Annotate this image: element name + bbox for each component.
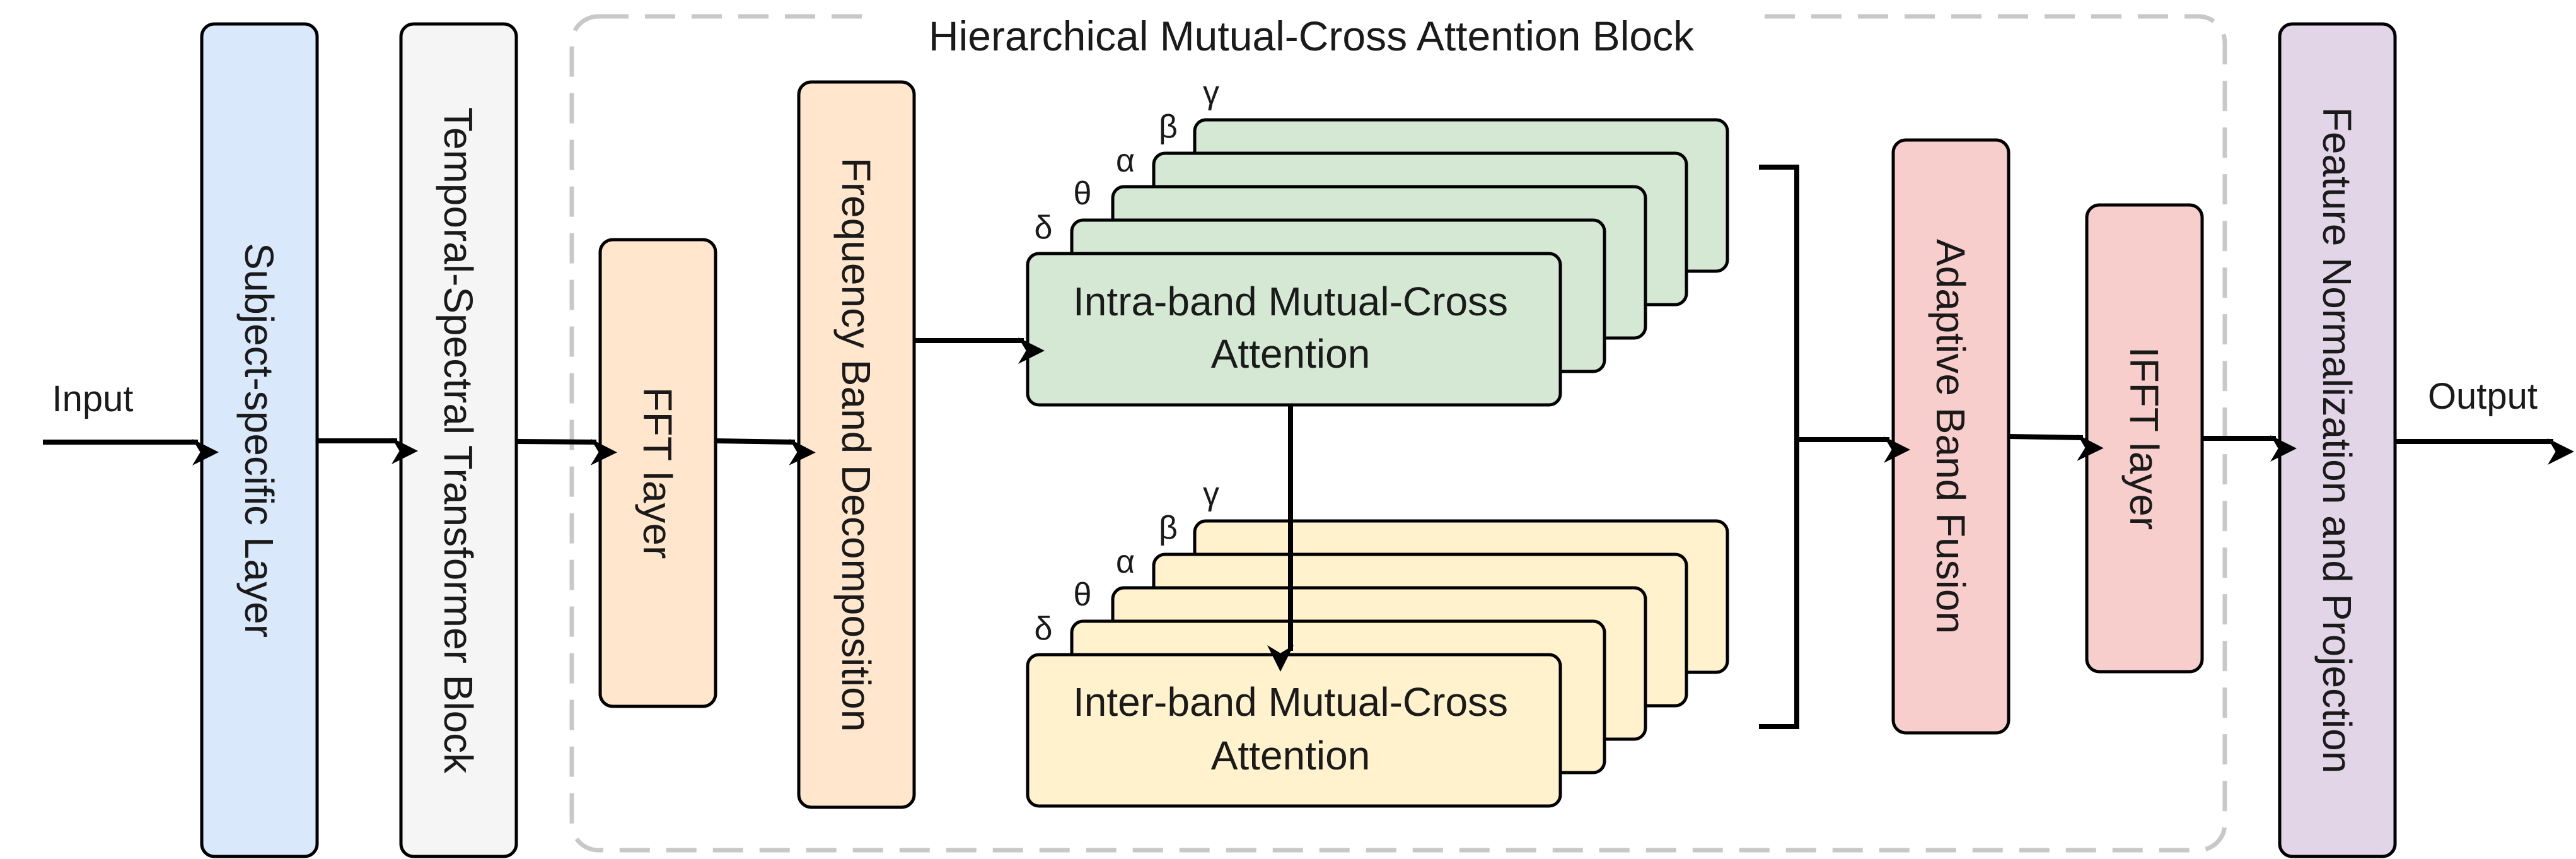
inter-band-stack: Inter-band Mutual-Cross Attention δ θ α … [1026, 476, 1729, 808]
subject-label: Subject-specific Layer [236, 243, 282, 638]
inter-label-line2: Attention [1211, 733, 1371, 778]
container-title: Hierarchical Mutual-Cross Attention Bloc… [929, 13, 1695, 59]
arrow-fft-to-freq [715, 438, 816, 465]
freq-label: Frequency Band Decomposition [833, 158, 879, 732]
inter-band-gamma: γ [1203, 476, 1219, 512]
intra-band-gamma: γ [1203, 74, 1219, 111]
frequency-band-decomposition-block: Frequency Band Decomposition [797, 80, 916, 809]
intra-band-beta: β [1159, 108, 1178, 145]
intra-label-line2: Attention [1211, 331, 1371, 377]
intra-front-box [1026, 252, 1562, 407]
intra-band-theta: θ [1074, 175, 1092, 212]
intra-band-alpha: α [1116, 143, 1135, 179]
input-label: Input [52, 378, 134, 419]
inter-front-box [1026, 653, 1562, 808]
fft-box [598, 238, 717, 708]
inter-label-line1: Inter-band Mutual-Cross [1073, 679, 1508, 725]
intra-label-line1: Intra-band Mutual-Cross [1073, 279, 1508, 324]
inter-band-theta: θ [1074, 576, 1092, 613]
output-label: Output [2428, 376, 2538, 417]
inter-band-beta: β [1159, 510, 1178, 546]
ifft-layer-block: IFFT layer [2085, 203, 2204, 674]
featnorm-label: Feature Normalization and Projection [2314, 107, 2360, 774]
fft-label: FFT layer [635, 387, 680, 559]
adaptive-band-fusion-block: Adaptive Band Fusion [1891, 138, 2010, 735]
intra-band-delta: δ [1035, 209, 1053, 246]
inter-band-delta: δ [1035, 611, 1053, 647]
temporal-spectral-block: Temporal-Spectral Transformer Block [399, 22, 518, 858]
fft-layer-block: FFT layer [598, 238, 717, 708]
ifft-label: IFFT layer [2121, 347, 2167, 530]
title-backdrop [870, 6, 1753, 57]
arrow-adaptive-to-ifft [2008, 434, 2104, 461]
temporal-label: Temporal-Spectral Transformer Block [436, 107, 481, 774]
connector-arrows [43, 165, 2574, 729]
arrow-temporal-to-fft [516, 438, 617, 465]
bracket [1759, 165, 1799, 729]
adaptive-label: Adaptive Band Fusion [1928, 239, 1973, 634]
feature-normalization-block: Feature Normalization and Projection [2278, 22, 2397, 858]
subject-specific-layer-block: Subject-specific Layer [200, 22, 319, 858]
intra-band-stack: Intra-band Mutual-Cross Attention δ θ α … [1026, 74, 1729, 407]
inter-band-alpha: α [1116, 544, 1135, 580]
